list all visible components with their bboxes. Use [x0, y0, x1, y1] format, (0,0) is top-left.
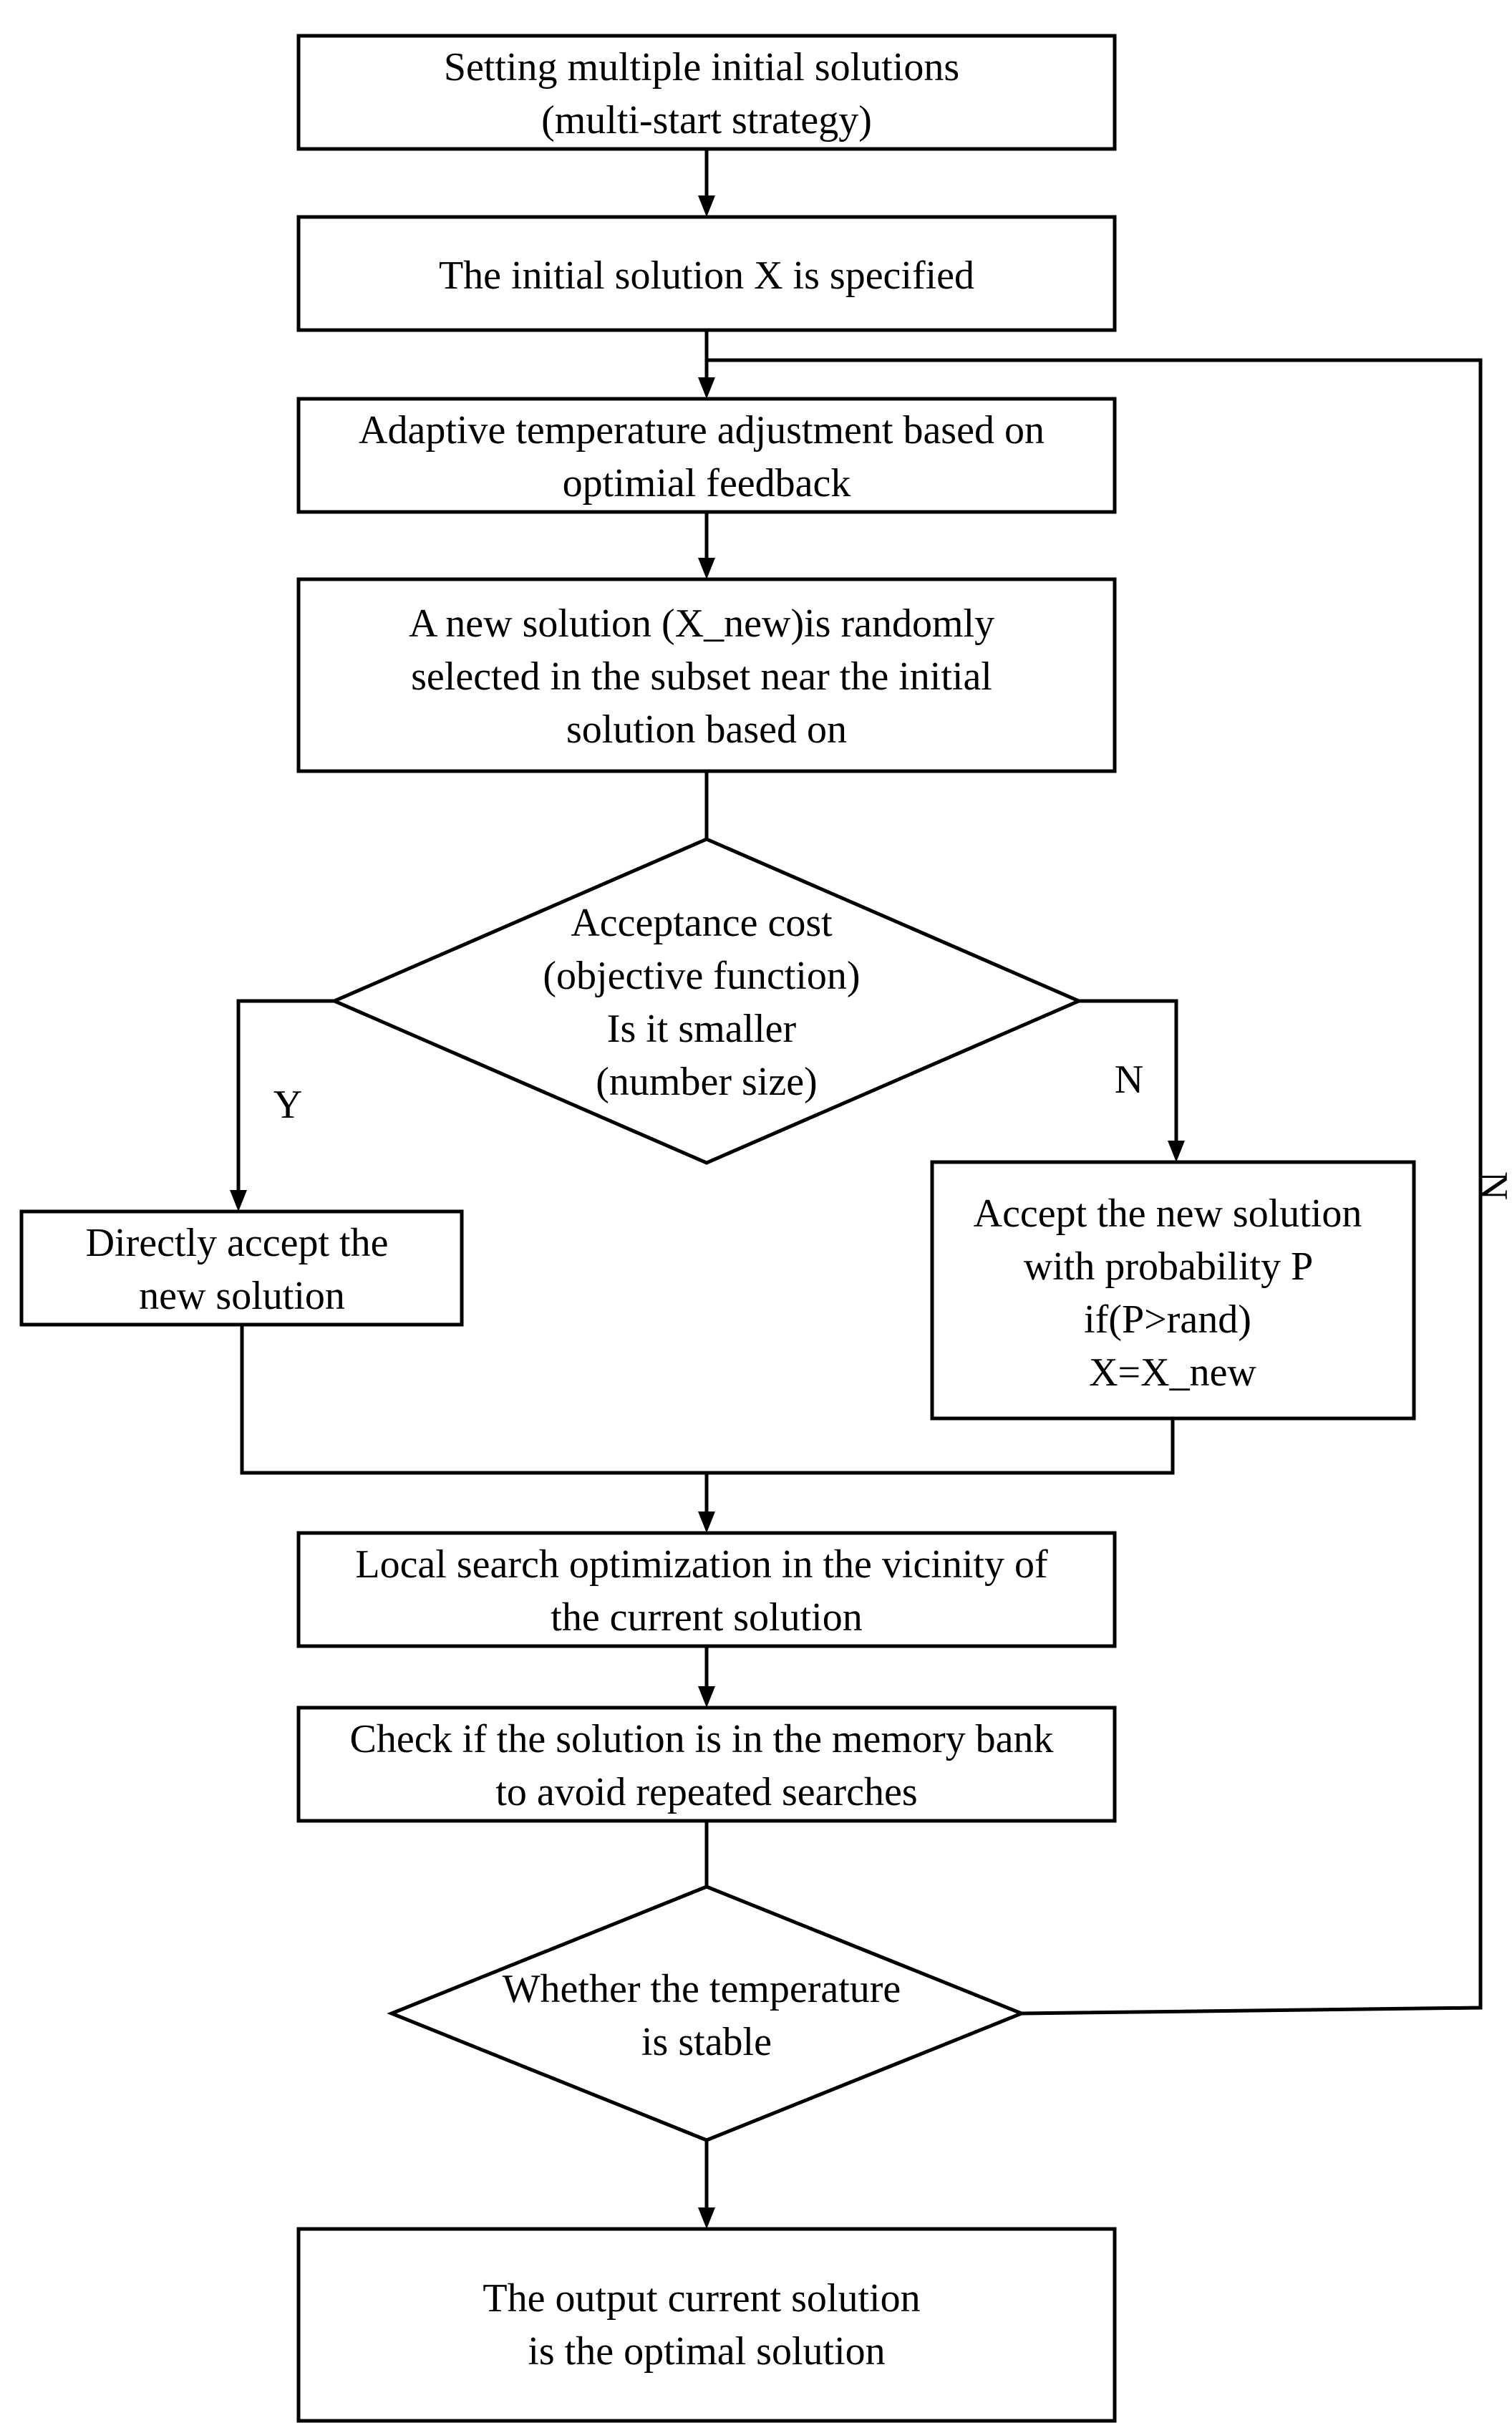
node-start-line-1: Setting multiple initial solutions — [444, 45, 959, 90]
svg-text:Setting multiple initial solut: Setting multiple initial solutions (mult… — [444, 45, 969, 142]
node-output-line-1: The output current solution — [483, 2276, 920, 2321]
edge-stable-loop-back — [707, 358, 1483, 2016]
svg-text:Check if the solution is in th: Check if the solution is in the memory b… — [350, 1717, 1064, 1814]
node-adapt-line-1: Adaptive temperature adjustment based on — [359, 408, 1045, 453]
svg-text:Acceptance cost (objecti: Acceptance cost (objective function) Is … — [543, 901, 870, 1104]
label-loop-no: N — [1471, 1171, 1512, 1200]
node-memory-check: Check if the solution is in the memory b… — [296, 1706, 1117, 1823]
node-newsol: A new solution (X_new)is randomly select… — [296, 577, 1117, 773]
decision-acceptance-line-2: (objective function) — [543, 954, 860, 998]
label-yes: Y — [273, 1083, 302, 1127]
node-probability-line-1: Accept the new solution — [974, 1191, 1362, 1236]
node-init-line-1: The initial solution X is specified — [439, 253, 974, 298]
node-probability-accept: Accept the new solution with probability… — [930, 1160, 1416, 1421]
label-no: N — [1115, 1058, 1143, 1102]
node-probability-line-2: with probability P — [1024, 1244, 1312, 1289]
edge-decision-yes — [230, 999, 334, 1211]
decision-acceptance-line-4: (number size) — [596, 1060, 817, 1104]
decision-stable-line-1: Whether the temperature — [503, 1967, 901, 2011]
node-direct-accept: Directly accept the new solution — [19, 1209, 464, 1327]
node-probability-line-4: X=X_new — [1089, 1350, 1256, 1395]
node-adapt-line-2: optimial feedback — [563, 461, 851, 506]
edge-adapt-to-newsol — [698, 512, 715, 579]
node-direct-accept-line-1: Directly accept the — [86, 1221, 389, 1265]
node-output: The output current solution is the optim… — [296, 2227, 1117, 2423]
node-start: Setting multiple initial solutions (mult… — [296, 34, 1117, 151]
edge-decision-no — [1079, 999, 1185, 1162]
edge-init-to-adapt — [698, 330, 715, 399]
svg-text:Directly accept the new: Directly accept the new solution — [86, 1221, 399, 1318]
decision-acceptance-line-1: Acceptance cost — [571, 901, 833, 945]
node-adapt: Adaptive temperature adjustment based on… — [296, 397, 1117, 514]
decision-acceptance-line-3: Is it smaller — [607, 1007, 797, 1051]
svg-text:The initial solution X is spec: The initial solution X is specified — [439, 253, 974, 298]
node-local-search-line-1: Local search optimization in the vicinit… — [355, 1542, 1048, 1587]
edge-merge-to-local — [240, 1325, 1175, 1533]
edge-start-to-init — [698, 149, 715, 217]
svg-text:Accept the new solution: Accept the new solution with probability… — [974, 1191, 1372, 1395]
node-direct-accept-line-2: new solution — [139, 1274, 345, 1318]
edge-stable-to-output — [698, 2140, 715, 2229]
edge-local-to-memory — [698, 1646, 715, 1708]
node-memory-line-2: to avoid repeated searches — [495, 1770, 917, 1814]
svg-text:The output current solution: The output current solution is the optim… — [483, 2276, 930, 2374]
node-local-search-line-2: the current solution — [551, 1595, 862, 1640]
node-local-search: Local search optimization in the vicinit… — [296, 1531, 1117, 1648]
svg-text:A new solution (X_new)is rando: A new solution (X_new)is randomly select… — [409, 601, 1004, 752]
node-probability-line-3: if(P>rand) — [1084, 1297, 1251, 1342]
node-newsol-line-1: A new solution (X_new)is randomly — [409, 601, 994, 646]
node-output-line-2: is the optimal solution — [528, 2329, 885, 2374]
decision-temperature-stable: Whether the temperature is stable — [387, 1885, 1027, 2142]
decision-stable-line-2: is stable — [641, 2020, 772, 2064]
node-newsol-line-2: selected in the subset near the initial — [411, 654, 992, 699]
node-init: The initial solution X is specified — [296, 215, 1117, 332]
node-start-line-2: (multi-start strategy) — [541, 98, 872, 142]
svg-text:Adaptive temperature adjustmen: Adaptive temperature adjustment based on… — [359, 408, 1055, 506]
node-memory-line-1: Check if the solution is in the memory b… — [350, 1717, 1054, 1761]
decision-acceptance: Acceptance cost (objective function) Is … — [329, 837, 1084, 1165]
svg-text:Whether the temperature: Whether the temperature is stable — [503, 1967, 911, 2064]
svg-text:Local search optimization in t: Local search optimization in the vicinit… — [355, 1542, 1057, 1640]
node-newsol-line-3: solution based on — [566, 707, 847, 752]
